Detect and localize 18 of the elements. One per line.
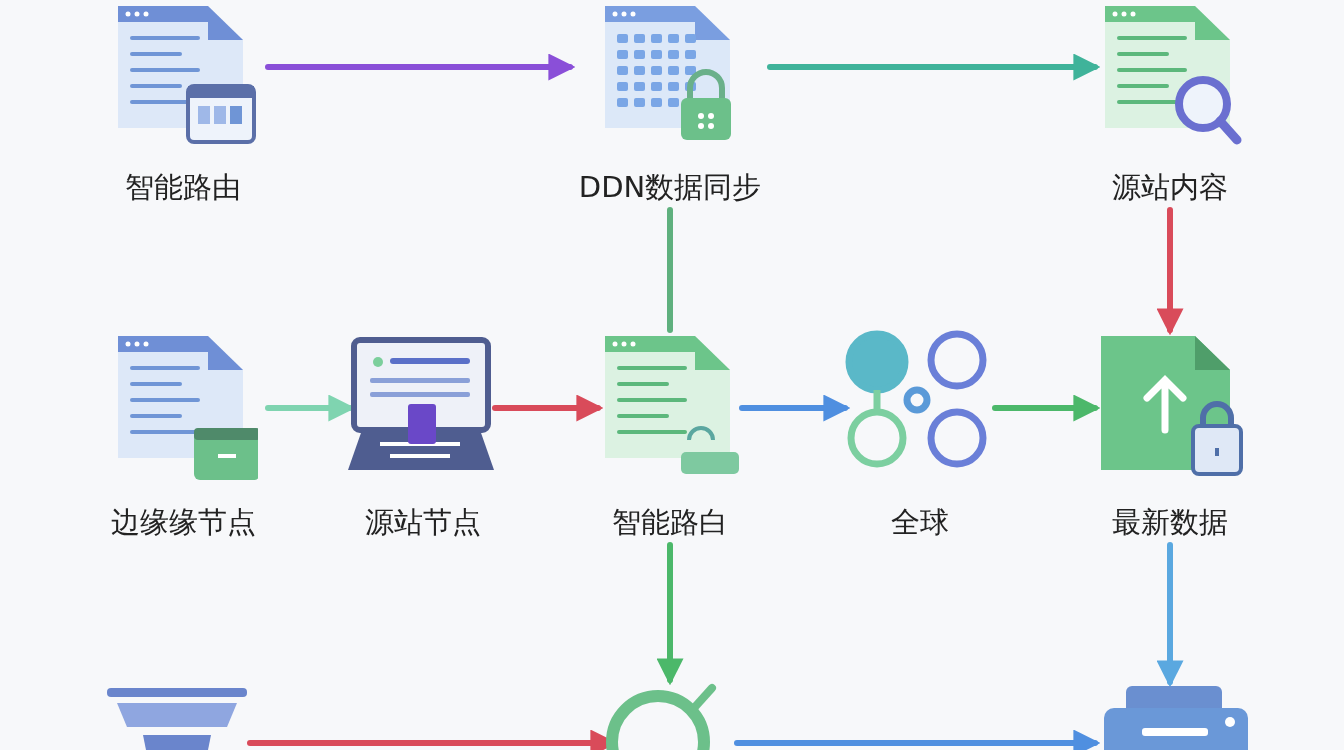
arrow [739, 394, 851, 422]
node-label: 智能路白 [611, 504, 729, 541]
node-label: 全球 [890, 504, 950, 541]
node-label: 源站节点 [363, 504, 482, 541]
arrow [767, 53, 1101, 81]
node-label: 智能路由 [124, 169, 242, 206]
connector-line [667, 207, 673, 333]
arrow [992, 394, 1101, 422]
node-label: 边缘缘节点 [109, 504, 257, 541]
arrow [1156, 207, 1184, 336]
arrow [656, 542, 684, 686]
arrow [492, 394, 604, 422]
node-label: 最新数据 [1111, 504, 1229, 541]
arrow [1156, 542, 1184, 688]
node-label: DDN数据同步 [577, 169, 763, 206]
arrow [734, 729, 1101, 750]
arrow [265, 53, 576, 81]
node-label: 源站内容 [1111, 169, 1229, 206]
